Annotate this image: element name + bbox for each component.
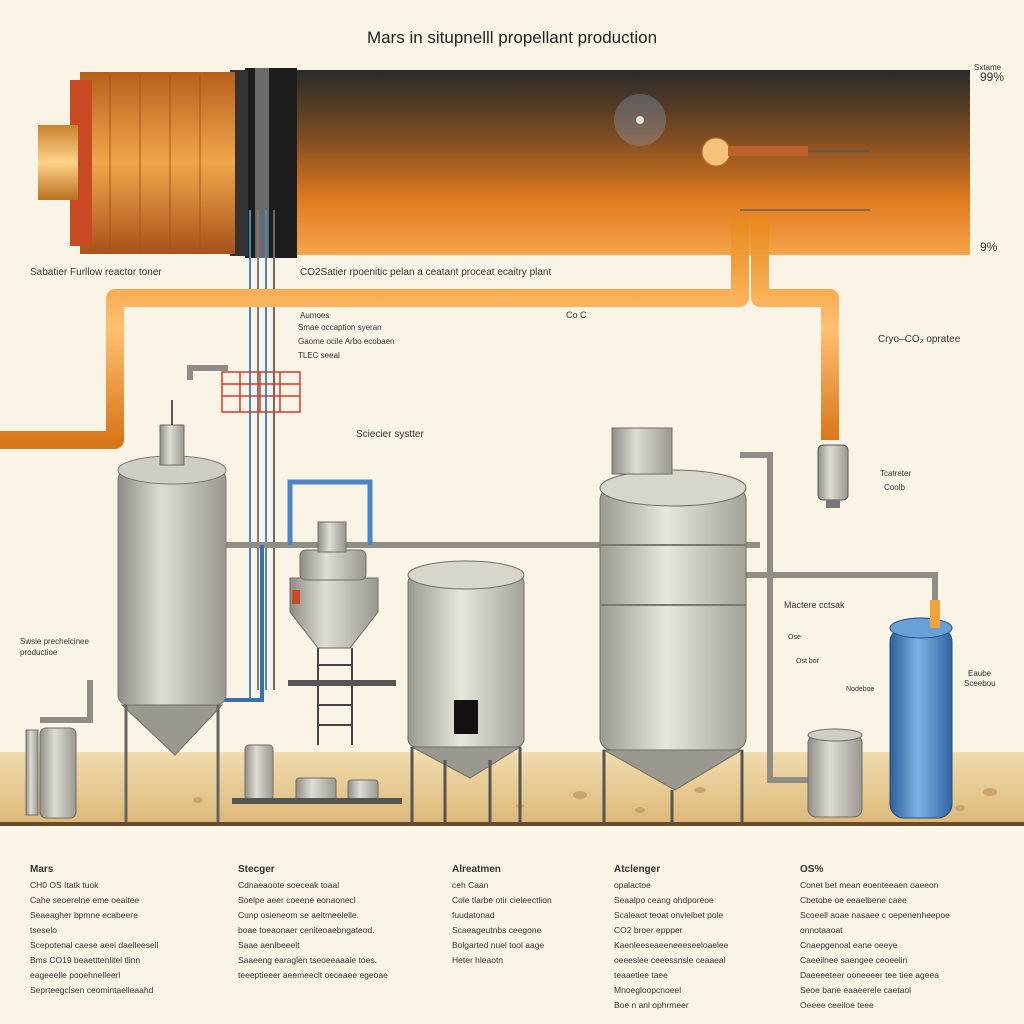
tank-storage-left (117, 400, 227, 822)
label-right-b: Sceebou (964, 679, 996, 688)
legend-item: Bolgarted nuel tool aage (452, 940, 545, 950)
legend-column-5: OS% Conet bet mean eoenteeaen oaeeon Cbe… (800, 864, 1000, 1015)
legend-item: Scepotenal caese aeei daelleesell (30, 940, 159, 950)
legend-header: Mars (30, 864, 54, 875)
legend-item: Seprteegclsen ceomintaelleaahd (30, 985, 154, 995)
legend-item: Boe n anl ophrmeer (614, 1000, 689, 1010)
ground-line (0, 822, 1024, 826)
tank-large-right (599, 427, 747, 822)
tank-grey-small (807, 728, 863, 818)
legend-item: CH0 OS Itatk tuok (30, 880, 99, 890)
legend-item: Seaeagher bpmne ecabeегe (30, 910, 139, 920)
legend-item: eageeelle pooehnelleerl (30, 970, 121, 980)
legend-item: Kaenleeseaeeneeeseeloaelee (614, 940, 729, 950)
legend-item: Soelpe aeer coeene eonaonecl (238, 895, 356, 905)
label-master: Mactere cctsak (784, 600, 845, 610)
legend-item: onnotaaoat (800, 925, 843, 935)
legend-item: Scaeageutnbs ceegone (452, 925, 542, 935)
legend-item: Saae aenlbeeelt (238, 940, 300, 950)
legend-item: Saaeeng earaglen tseoeeaaaie toes. (238, 955, 377, 965)
legend-item: Cdnaeaoote soeceak toaal (238, 880, 340, 890)
legend-item: Scoeell aoae nasaee c oepenenheepoe (800, 910, 950, 920)
legend-item: Mnoegloopcnoeel (614, 985, 682, 995)
label-nodes: Nodeboe (846, 686, 875, 693)
label-tw-a: Tcatreter (880, 469, 912, 478)
annotation-2: Smae occaption syeran (298, 323, 382, 332)
legend-header: OS% (800, 864, 824, 875)
legend-item: Scaleaot teoat onvlelbet pole (614, 910, 724, 920)
annotation-3: Gaome ocile Arbo ecobaen (298, 337, 395, 346)
legend-header: Atclenger (614, 864, 661, 875)
top-right-pct-mid: 9% (980, 240, 998, 254)
label-tw-b: Coolb (884, 483, 905, 492)
legend-item: CO2 broer eppper (614, 925, 683, 935)
legend-item: Bms CO19 beaetttenlitel tlinn (30, 955, 141, 965)
legend-header: Alreatmen (452, 864, 501, 875)
legend-item: ceh Caan (452, 880, 489, 890)
label-cryo: Cryo–CO₂ opratee (878, 334, 961, 345)
legend-header: Stecger (238, 864, 275, 875)
annotation-1: Aumoes (300, 311, 330, 320)
annotation-4: TLEC seeal (298, 351, 340, 360)
legend-item: Cunp osieneom se aeltmeelelle. (238, 910, 359, 920)
blue-pipe-2 (220, 545, 264, 702)
legend-item: fuudatonad (452, 910, 495, 920)
legend-item: opalactoe (614, 880, 651, 890)
label-reactor: Sabatier Furllow reactor toner (30, 267, 162, 278)
legend-item: Caeeilnee saengee ceoeelin (800, 955, 908, 965)
tank-blue-cryo (889, 600, 953, 819)
diagram-title: Mars in situpnelll propellant production (366, 28, 658, 47)
legend-item: Seoe bane eaaeerele caetaol (800, 985, 912, 995)
legend-item: boae toeaonaer ceniteoaebngateod. (238, 925, 375, 935)
legend-item: Heter hleaotn (452, 955, 504, 965)
legend-column-2: Stecger Cdnaeaoote soeceak toaal Soelpe … (238, 864, 438, 985)
legend-item: Oeeee ceeiloe teee (800, 1000, 874, 1010)
legend-item: Seaalpo ceang ohdporeoe (614, 895, 714, 905)
legend-item: teaaetlee taee (614, 970, 668, 980)
legend-item: oeeeslee ceeessnsle ceaaeal (614, 955, 726, 965)
filter-canister (817, 444, 849, 508)
legend-column-4: Atclenger opalactoe Seaalpo ceang ohdpor… (614, 864, 784, 1015)
tank-hopper (288, 521, 396, 745)
legend-item: Cole tlarbe otir cieleectlion (452, 895, 552, 905)
legend-item: Daeeeeteer ooneeeer tee tiee ageea (800, 970, 939, 980)
tank-center (407, 560, 525, 822)
label-science: Sciecier systter (356, 429, 424, 440)
label-right-a: Eaube (968, 669, 992, 678)
legend-column-1: Mars CH0 OS Itatk tuok Cahe seoerelne em… (30, 864, 210, 1000)
legend-item: tseselo (30, 925, 57, 935)
label-co: Co C (566, 310, 587, 320)
legend-item: Cbetobe oe eeaelbene caee (800, 895, 907, 905)
top-right-pct-top: 99% (980, 70, 1005, 84)
legend-item: Cnaepgenoal eane oeeye (800, 940, 898, 950)
sabatier-reactor (38, 68, 970, 258)
side-left-b: productioe (20, 648, 58, 657)
label-small-2: Ost bor (796, 658, 819, 665)
side-left-a: Swsie prechelcinee (20, 637, 89, 646)
label-co2-plant: CO2Satier rpoenitic pelan a ceatant proc… (300, 267, 552, 278)
ground (0, 752, 1024, 824)
legend-item: teeeptieeer aeemeeclt oeceaee egeoae (238, 970, 388, 980)
label-small-1: Ose (788, 634, 801, 641)
top-right-label: Sxtame (974, 63, 1002, 72)
legend-item: Conet bet mean eoenteeaen oaeeon (800, 880, 939, 890)
legend-column-3: Alreatmen ceh Caan Cole tlarbe otir ciel… (452, 864, 602, 970)
tank-small-left (25, 727, 77, 819)
heat-exchanger-grid (221, 371, 301, 413)
legend-item: Cahe seoerelne eme oeaitee (30, 895, 140, 905)
machinery-base (232, 744, 402, 804)
blue-pipe (287, 479, 373, 545)
